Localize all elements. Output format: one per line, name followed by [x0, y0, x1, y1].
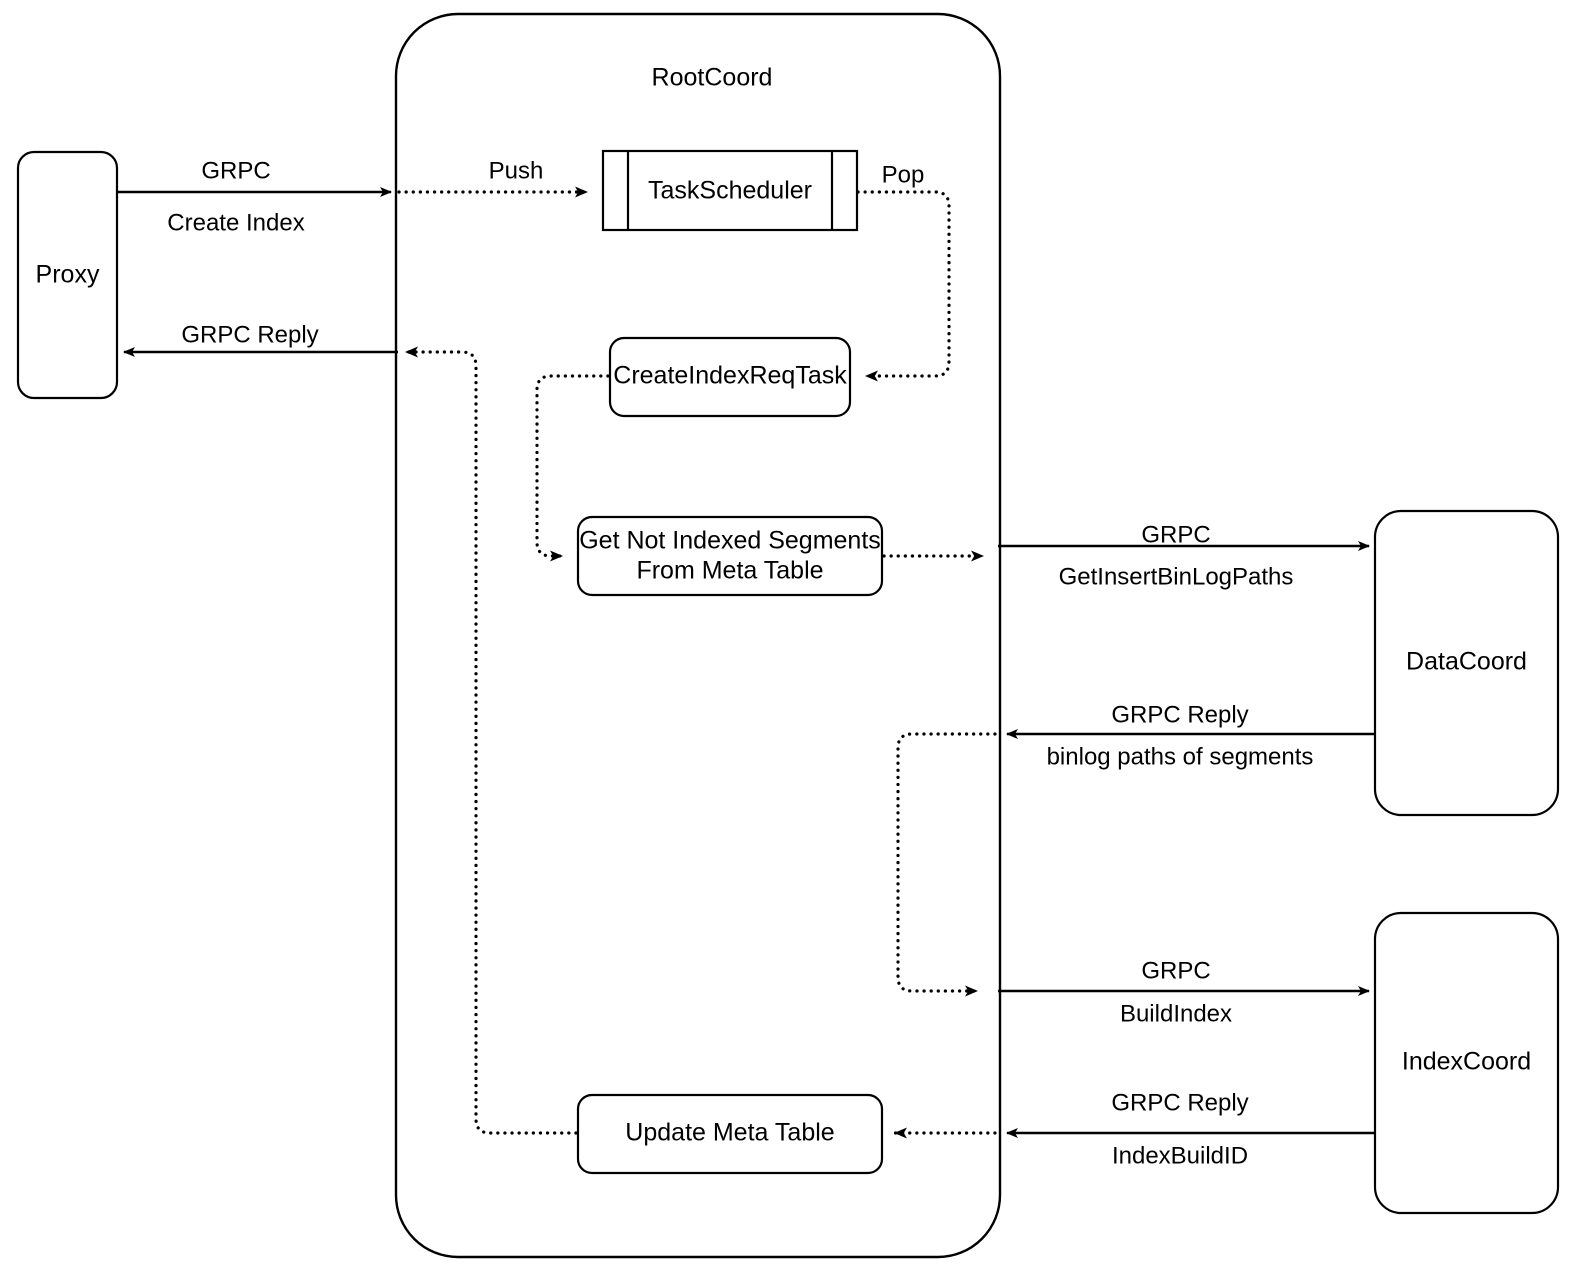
data-coord-label: DataCoord — [1406, 648, 1527, 676]
node-create-index-req-task[interactable]: CreateIndexReqTask — [608, 336, 852, 418]
edge-rootcoord-to-indexcoord-label-bottom: BuildIndex — [1120, 1000, 1232, 1027]
edge-pop-label: Pop — [882, 161, 925, 188]
get-not-indexed-segments-box[interactable] — [576, 515, 884, 597]
edge-rootcoord-to-datacoord: GRPC GetInsertBinLogPaths — [998, 521, 1370, 590]
proxy-label: Proxy — [36, 261, 100, 289]
update-meta-table-label: Update Meta Table — [625, 1119, 834, 1147]
edge-rootcoord-to-proxy: GRPC Reply — [123, 321, 398, 357]
task-scheduler-box[interactable] — [601, 149, 859, 232]
node-task-scheduler[interactable]: TaskScheduler — [601, 149, 859, 232]
edge-datacoord-to-rootcoord-label-top: GRPC Reply — [1111, 701, 1248, 728]
get-not-indexed-segments-label-line1: Get Not Indexed Segments — [579, 527, 881, 555]
edge-rootcoord-to-indexcoord-label-top: GRPC — [1141, 957, 1210, 984]
edge-binlog-to-buildindex-route-line — [896, 732, 997, 997]
index-coord-box[interactable] — [1373, 911, 1560, 1215]
create-index-req-task-box[interactable] — [608, 336, 852, 418]
edge-rootcoord-to-datacoord-label-bottom: GetInsertBinLogPaths — [1059, 563, 1294, 590]
node-data-coord[interactable]: DataCoord — [1373, 509, 1560, 817]
edge-push-label: Push — [489, 157, 544, 184]
edge-update-meta-table-to-reply — [404, 346, 578, 1135]
edge-proxy-to-rootcoord-label-top: GRPC — [201, 157, 270, 184]
edge-rootcoord-to-proxy-label-top: GRPC Reply — [181, 321, 318, 348]
edge-proxy-to-rootcoord-label-bottom: Create Index — [167, 209, 304, 236]
node-index-coord[interactable]: IndexCoord — [1373, 911, 1560, 1215]
edge-datacoord-to-rootcoord-label-bottom: binlog paths of segments — [1047, 743, 1314, 770]
create-index-req-task-label: CreateIndexReqTask — [613, 362, 847, 390]
node-proxy[interactable]: Proxy — [16, 150, 119, 400]
rootcoord-container-shape — [394, 12, 1002, 1259]
rootcoord-container: RootCoord — [394, 12, 1002, 1259]
update-meta-table-box[interactable] — [576, 1093, 884, 1175]
edge-indexcoord-to-rootcoord-label-bottom: IndexBuildID — [1112, 1142, 1248, 1169]
edge-datacoord-to-rootcoord: GRPC Reply binlog paths of segments — [1006, 701, 1375, 770]
node-get-not-indexed-segments[interactable]: Get Not Indexed Segments From Meta Table — [576, 515, 884, 597]
edge-rootcoord-to-indexcoord: GRPC BuildIndex — [998, 957, 1370, 1027]
edge-binlog-to-buildindex-route — [896, 732, 997, 997]
edge-indexcoord-to-rootcoord-label-top: GRPC Reply — [1111, 1089, 1248, 1116]
edge-rootcoord-to-datacoord-label-top: GRPC — [1141, 521, 1210, 548]
data-coord-box[interactable] — [1373, 509, 1560, 817]
get-not-indexed-segments-label-line2: From Meta Table — [636, 557, 823, 585]
task-scheduler-label: TaskScheduler — [648, 177, 812, 205]
edge-task-to-get-segments — [535, 374, 610, 562]
edge-update-meta-table-to-reply-line — [404, 346, 578, 1135]
edge-proxy-to-rootcoord: GRPC Create Index — [118, 157, 392, 236]
index-coord-label: IndexCoord — [1402, 1048, 1531, 1076]
node-update-meta-table[interactable]: Update Meta Table — [576, 1093, 884, 1175]
edge-indexcoord-to-rootcoord: GRPC Reply IndexBuildID — [1006, 1089, 1375, 1169]
edge-push-to-scheduler: Push — [397, 157, 589, 198]
edge-task-to-get-segments-line — [535, 374, 610, 562]
proxy-box[interactable] — [16, 150, 119, 400]
edge-pop-from-scheduler: Pop — [856, 161, 951, 382]
edge-pop-from-scheduler-line — [856, 190, 951, 382]
rootcoord-label: RootCoord — [652, 64, 773, 92]
